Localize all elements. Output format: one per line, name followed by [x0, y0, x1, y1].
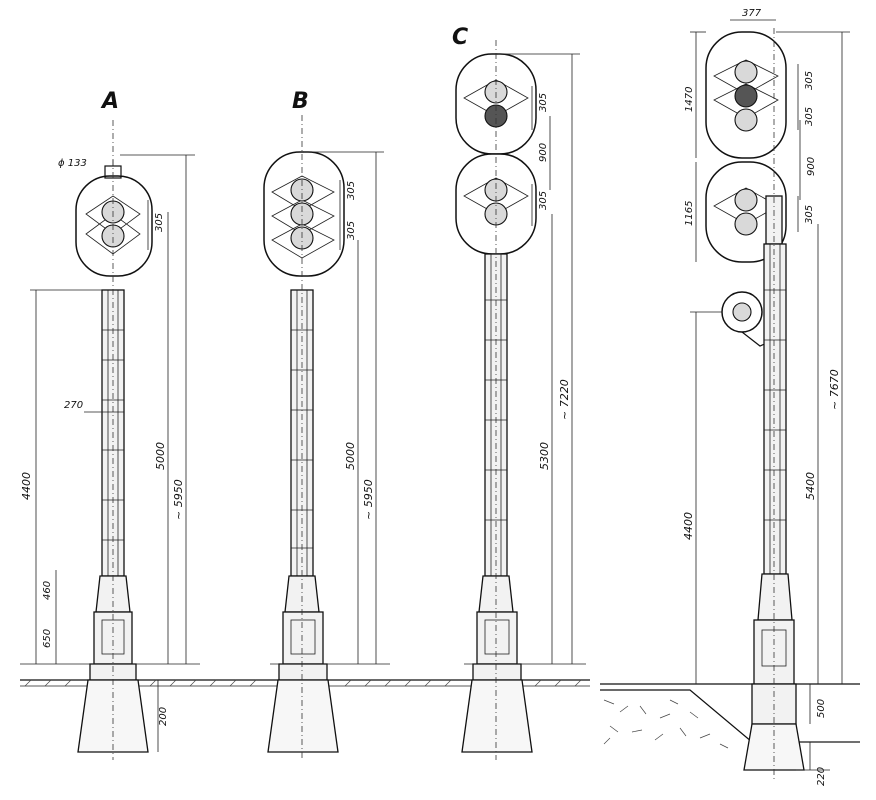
- signal-a: A ϕ 133 305 270 4400 5000 ~ 595: [20, 89, 200, 760]
- dim-lamp-height: 5400: [804, 472, 817, 500]
- lamp: [734, 108, 758, 132]
- dim-width: 270: [64, 400, 83, 411]
- dim-lower-base: 650: [42, 629, 53, 648]
- lamp: [734, 60, 758, 84]
- dim-upper-base: 460: [42, 581, 53, 600]
- dim-lamp-height: 5300: [538, 442, 551, 470]
- dim-total-height: ~ 5950: [362, 479, 375, 520]
- lamp: [734, 84, 758, 108]
- dim-base: 500: [816, 699, 827, 718]
- foundation: [77, 679, 149, 753]
- dim-lamp-spacing-lower: 305: [804, 205, 815, 224]
- signal-d: 377 1470 1165 4400 305: [682, 8, 850, 786]
- lamp: [734, 212, 758, 236]
- dim-pole-height: 4400: [682, 512, 695, 540]
- signal-label: A: [100, 89, 119, 114]
- dim-lower-head: 1165: [684, 201, 695, 226]
- foundation: [267, 679, 339, 753]
- dim-pole-height: 4400: [20, 472, 33, 500]
- dim-total-height: ~ 7670: [828, 369, 841, 410]
- dim-head-gap: 900: [806, 157, 817, 176]
- dim-foundation: 220: [816, 767, 827, 786]
- dim-lamp-height: 5000: [154, 442, 167, 470]
- dim-lamp-spacing-b: 305: [346, 221, 357, 240]
- dim-lamp-spacing-a: 305: [804, 71, 815, 90]
- foundation: [461, 679, 533, 753]
- dim-lamp-spacing-upper: 305: [538, 93, 549, 112]
- signal-label: B: [292, 89, 309, 114]
- dim-cap: ϕ 133: [58, 158, 87, 169]
- dim-lamp-height: 5000: [344, 442, 357, 470]
- signal-c: C 305 900 305 5300 ~ 7220: [452, 25, 586, 760]
- dim-lamp-spacing-lower: 305: [538, 191, 549, 210]
- dim-lamp-spacing-b: 305: [804, 107, 815, 126]
- lamp: [734, 188, 758, 212]
- dim-total-height: ~ 5950: [172, 479, 185, 520]
- dim-lamp-spacing: 305: [154, 213, 165, 232]
- signal-label: C: [452, 25, 468, 50]
- signal-b: B 305 305 5000 ~ 5950: [263, 89, 390, 760]
- dim-total-height: ~ 7220: [558, 379, 571, 420]
- dim-lamp-spacing-a: 305: [346, 181, 357, 200]
- dim-head-gap: 900: [538, 143, 549, 162]
- pole: [763, 243, 787, 575]
- dim-foundation: 200: [158, 707, 169, 726]
- dim-head-width: 377: [742, 8, 762, 19]
- dim-upper-head: 1470: [684, 87, 695, 112]
- base-housing: [282, 611, 324, 665]
